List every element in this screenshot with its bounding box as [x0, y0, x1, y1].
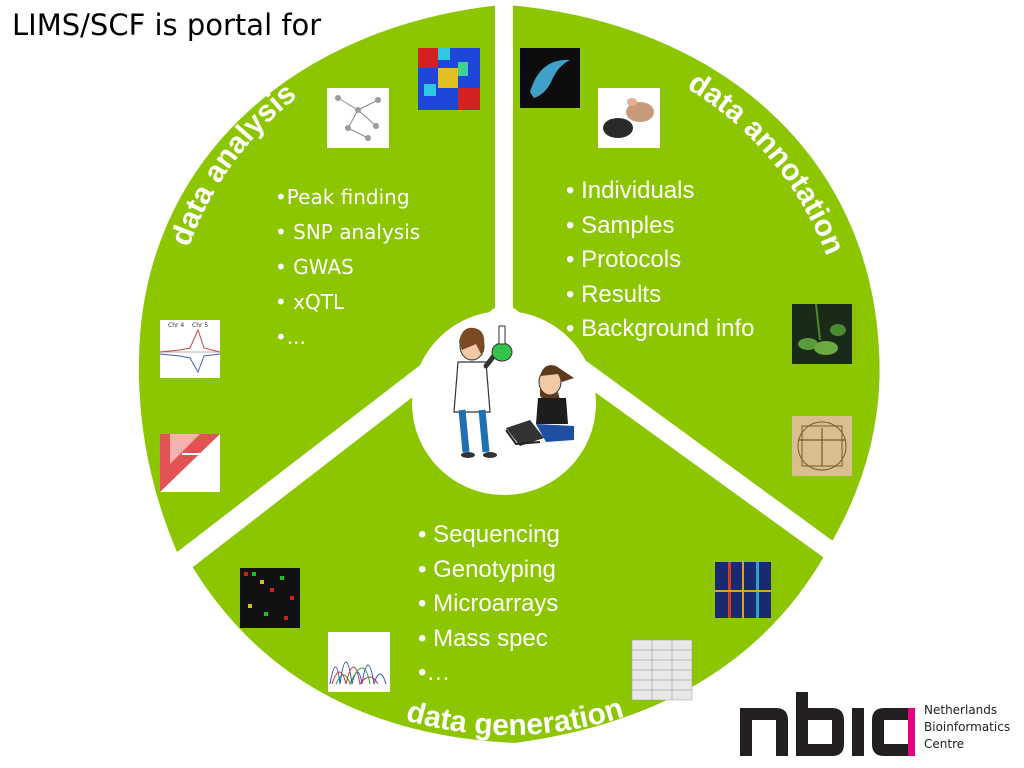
- page-title: LIMS/SCF is portal for: [12, 8, 322, 42]
- list-item: • Protocols: [566, 246, 682, 273]
- logo-subtitle: Netherlands Bioinformatics Centre: [924, 702, 1010, 753]
- logo-letter-b: [796, 692, 844, 756]
- data-table-thumbnail: [631, 639, 693, 701]
- chr5-label: Chr 5: [192, 322, 208, 329]
- vitruvian-man-thumbnail: [792, 416, 852, 476]
- list-item: • Results: [566, 280, 662, 308]
- list-item: • Microarrays: [418, 590, 559, 617]
- plant-image-thumbnail: [792, 303, 852, 364]
- scientist-illustration: [453, 325, 513, 458]
- logo-letter-c: [872, 708, 914, 756]
- list-item: • Genotyping: [418, 555, 556, 583]
- logo-letter-i: [852, 708, 864, 756]
- list-item: • xQTL: [275, 290, 345, 314]
- data-analysis-list: •Peak finding • SNP analysis • GWAS • xQ…: [275, 180, 420, 355]
- ld-plot-thumbnail: [160, 434, 220, 492]
- chromatogram-thumbnail: [328, 632, 390, 692]
- heatmap-thumbnail: [418, 48, 480, 110]
- list-item: • Background info: [566, 315, 755, 342]
- list-item: •...: [275, 325, 306, 349]
- center-circle: [412, 311, 596, 495]
- microarray-thumbnail: [240, 568, 300, 628]
- list-item: • Individuals: [566, 177, 695, 204]
- logo-line: Centre: [924, 737, 965, 751]
- logo-line: Bioinformatics: [924, 720, 1011, 734]
- mice-image-thumbnail: [598, 88, 660, 148]
- chr4-label: Chr 4: [168, 322, 184, 329]
- list-item: • GWAS: [275, 255, 354, 279]
- list-item: • SNP analysis: [275, 220, 421, 244]
- logo-magenta-bar: [908, 708, 915, 756]
- worm-image-thumbnail: [520, 48, 580, 108]
- logo-line: Netherlands: [924, 703, 998, 717]
- list-item: •…: [418, 659, 451, 686]
- segment-data-analysis: [128, 0, 505, 565]
- logo-wordmark: nbic: [738, 690, 740, 691]
- programmer-illustration: [505, 365, 574, 446]
- qtl-plot-thumbnail: Chr 4 Chr 5: [159, 320, 221, 378]
- list-item: • Samples: [566, 211, 675, 239]
- list-item: •Peak finding: [275, 185, 410, 209]
- list-item: • Sequencing: [418, 521, 560, 548]
- data-generation-list: • Sequencing • Genotyping • Microarrays …: [418, 518, 560, 691]
- sequencing-heatmap-thumbnail: [715, 562, 771, 618]
- data-annotation-list: • Individuals • Samples • Protocols • Re…: [566, 174, 755, 347]
- nbic-logo: nbic: [738, 690, 915, 756]
- list-item: • Mass spec: [418, 624, 548, 652]
- logo-letter-n: [740, 708, 788, 756]
- network-graph-thumbnail: [327, 88, 389, 148]
